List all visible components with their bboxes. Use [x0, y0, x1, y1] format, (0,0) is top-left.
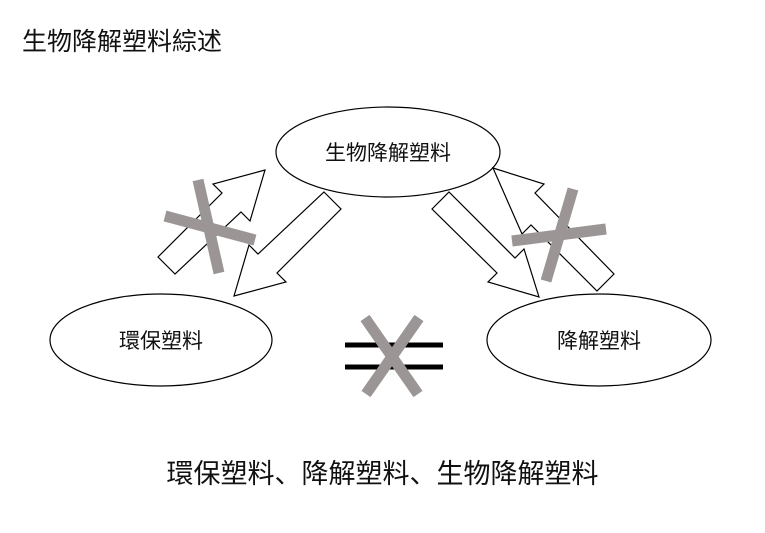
arrow-bio-to-degradable	[431, 191, 540, 298]
node-biodegradable-plastic	[275, 106, 501, 198]
node-label-right: 降解塑料	[557, 329, 641, 353]
summary-text: 環保塑料、降解塑料、生物降解塑料	[166, 459, 599, 490]
arrow-bio-to-eco	[233, 191, 342, 297]
arrow-degradable-to-bio	[491, 167, 615, 292]
page-title: 生物降解塑料綜述	[22, 27, 223, 56]
node-degradable-plastic	[486, 293, 712, 387]
cross-mark-left	[163, 178, 257, 275]
node-label-top: 生物降解塑料	[325, 141, 451, 165]
cross-mark-right	[511, 187, 607, 283]
node-label-left: 環保塑料	[119, 329, 203, 353]
not-equal-cross-2	[361, 314, 424, 398]
not-equal-symbol	[345, 314, 443, 398]
node-eco-plastic	[49, 293, 273, 387]
